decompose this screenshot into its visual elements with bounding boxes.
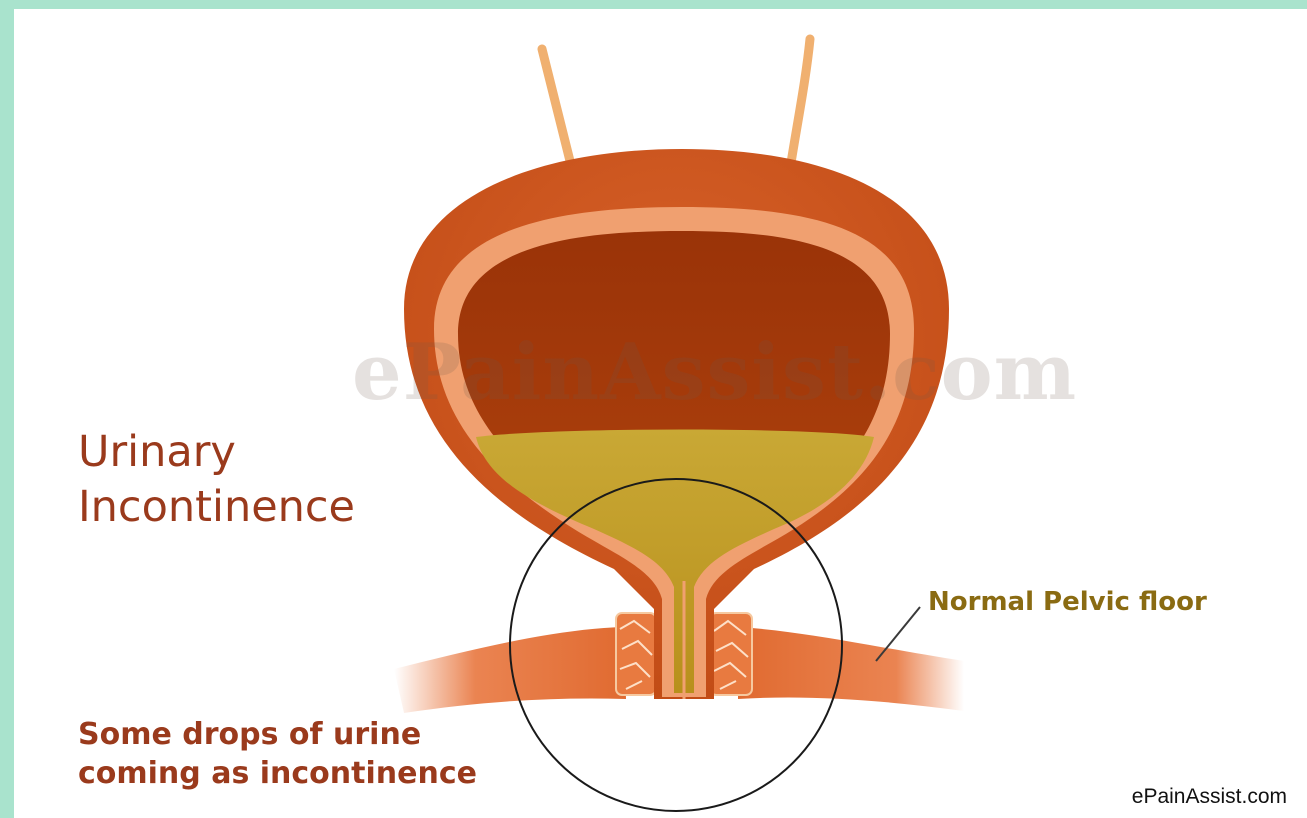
sphincter-right [710,613,752,695]
title-line-2: Incontinence [78,480,355,535]
title-line-1: Urinary [78,425,355,480]
watermark-text: ePainAssist.com [352,327,1077,418]
incontinence-caption: Some drops of urine coming as incontinen… [78,715,477,793]
sphincter-left [616,613,656,695]
diagram-title: Urinary Incontinence [78,425,355,535]
illustration-frame: ePainAssist.com Urinary Incontinence Nor… [14,9,1307,818]
pelvic-floor-label: Normal Pelvic floor [928,587,1207,617]
caption-line-1: Some drops of urine [78,715,477,754]
ureter-right [790,39,810,169]
ureter-left [542,49,572,169]
source-credit: ePainAssist.com [1132,785,1287,809]
caption-line-2: coming as incontinence [78,754,477,793]
